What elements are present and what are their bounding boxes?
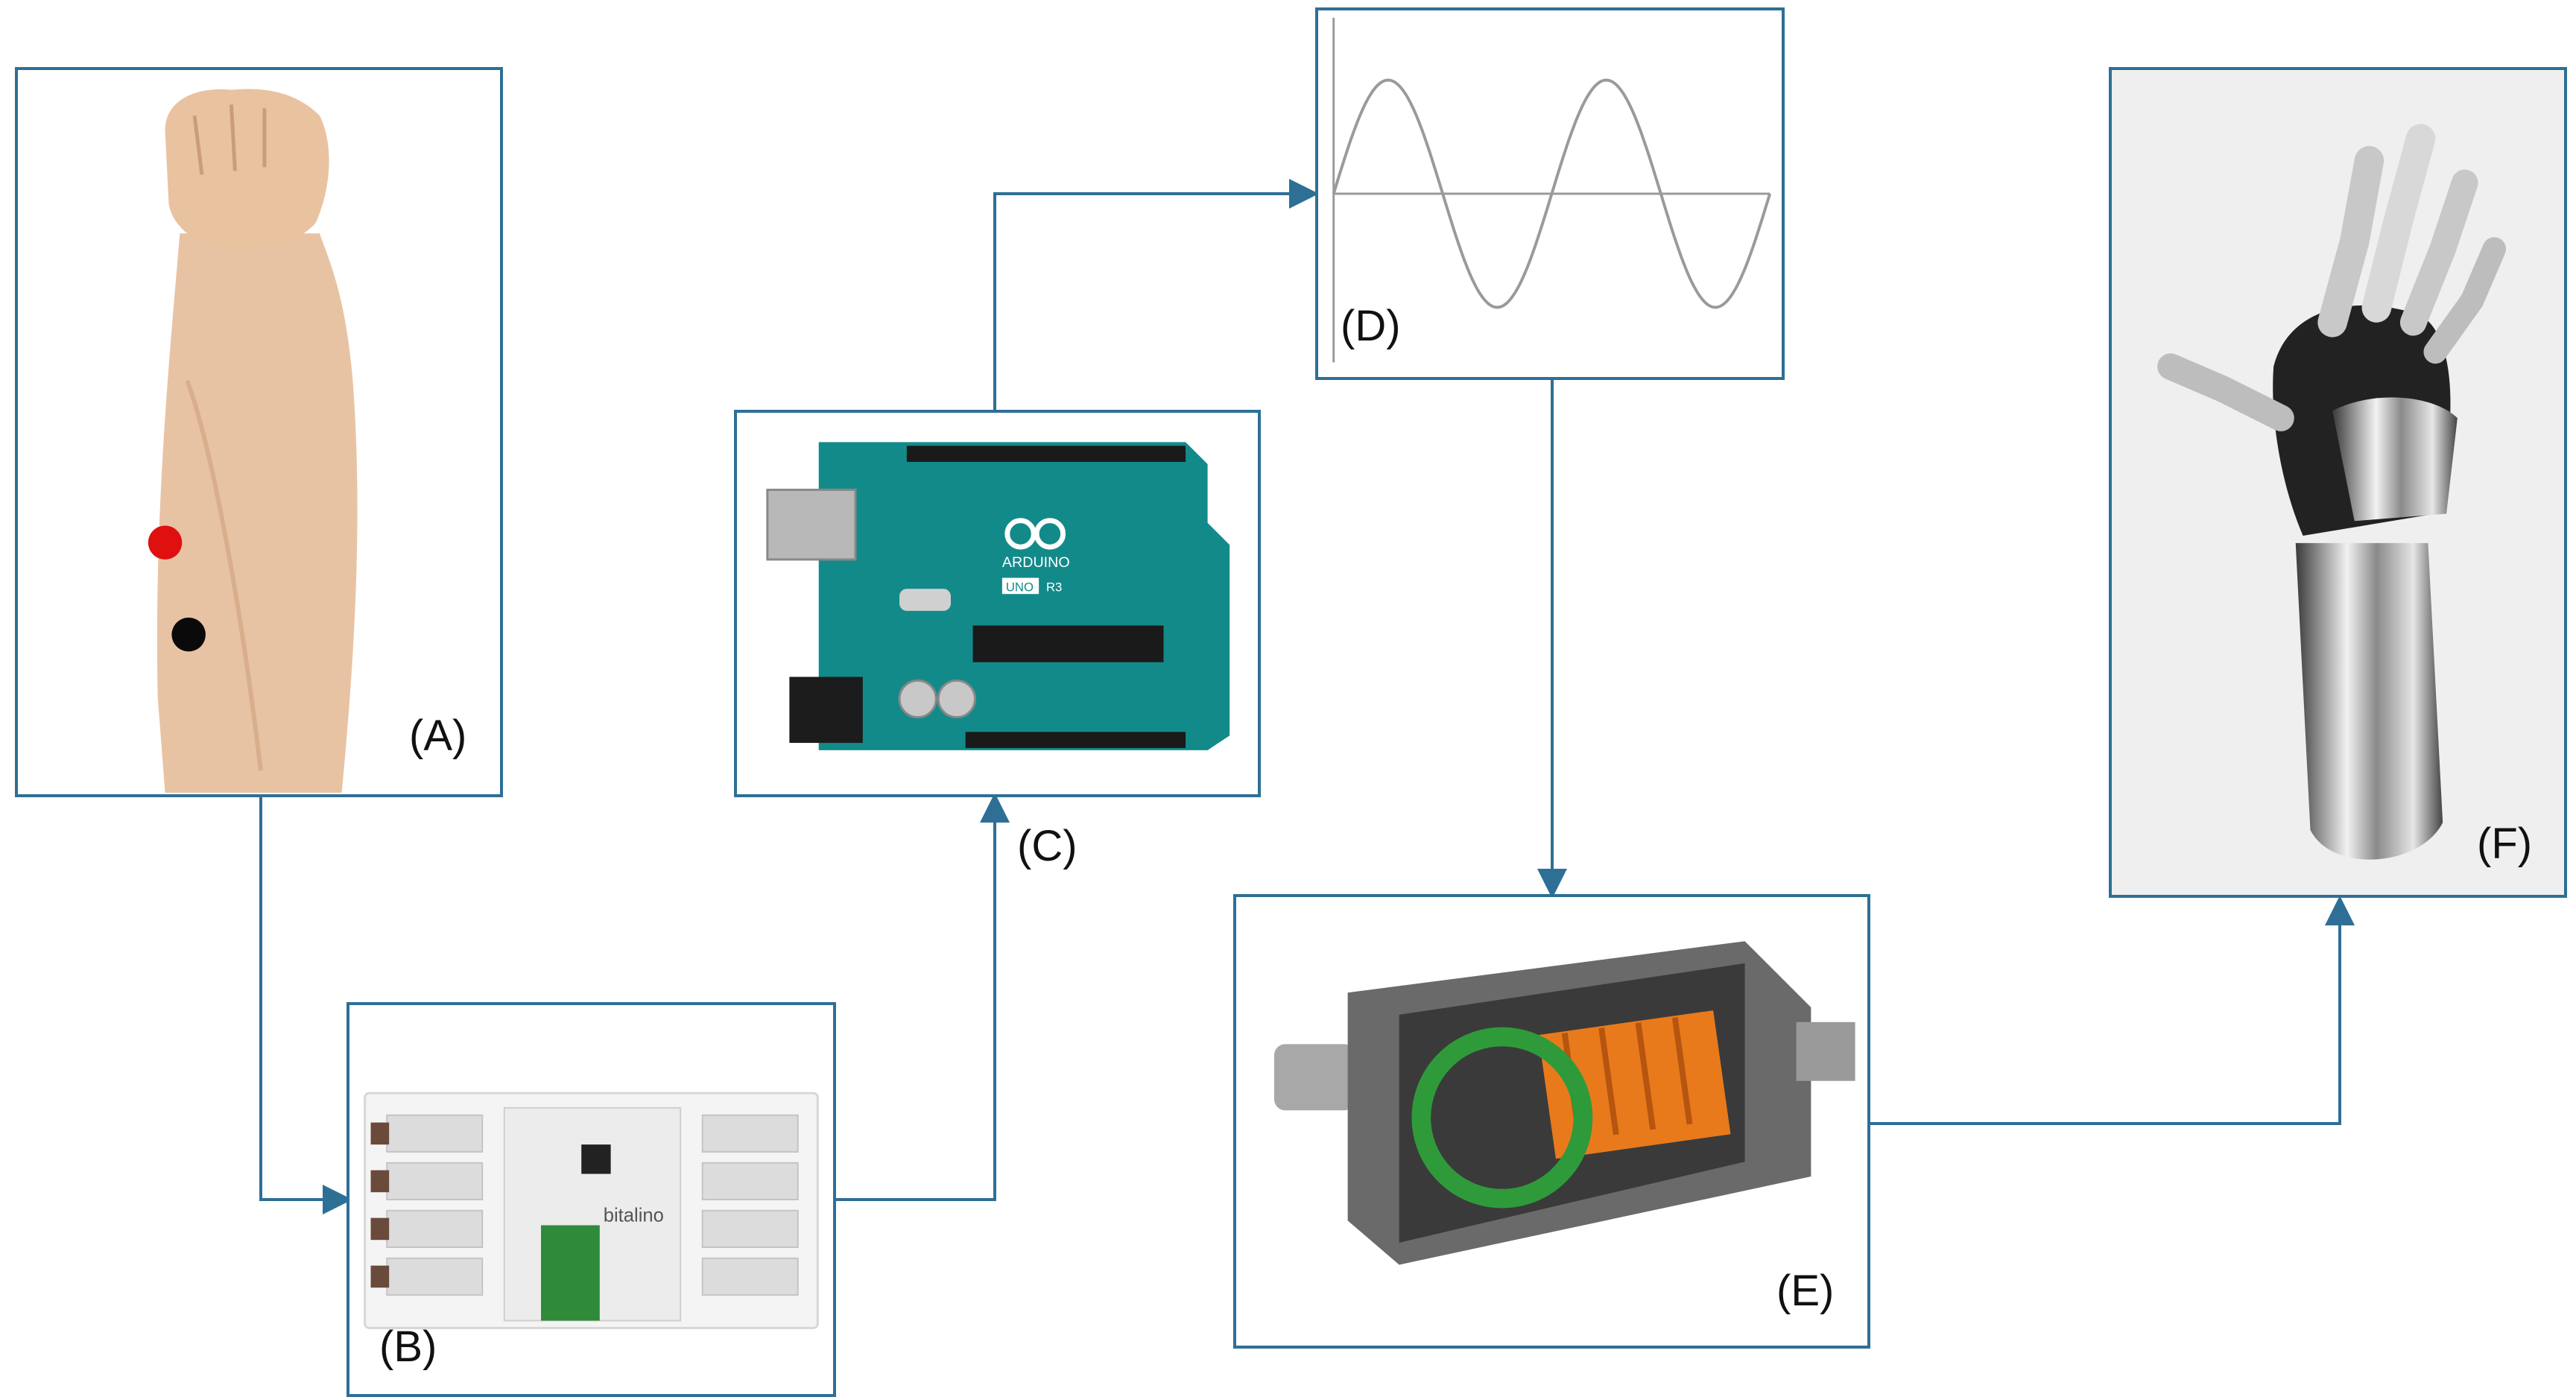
arrow-e-to-f	[1870, 896, 2355, 1125]
panel-d: (D)	[1315, 7, 1785, 380]
sine-wave-image	[1332, 17, 1772, 363]
panel-a: (A)	[15, 67, 503, 797]
robotic-hand-image	[2157, 124, 2507, 860]
panel-c: ARDUINO UNO R3	[734, 410, 1261, 797]
bitalino-logo-text: bitalino	[604, 1206, 664, 1226]
arrow-c-to-d	[993, 179, 1319, 410]
arduino-board-image: ARDUINO UNO R3	[766, 442, 1230, 750]
panel-b-label: (B)	[379, 1323, 437, 1371]
panel-d-label: (D)	[1341, 302, 1401, 350]
arduino-logo-text: ARDUINO	[1002, 554, 1070, 571]
electrode-red	[148, 525, 183, 560]
sine-wave-curve	[1332, 78, 1772, 309]
panel-e: (E)	[1233, 894, 1870, 1349]
arduino-r3-text: R3	[1046, 580, 1062, 594]
panel-f: (F)	[2109, 67, 2567, 898]
arrow-b-to-c	[836, 793, 1010, 1201]
panel-f-label: (F)	[2477, 820, 2533, 868]
bitalino-board-image: bitalino	[364, 1092, 819, 1329]
panel-a-label: (A)	[409, 712, 467, 760]
forearm-image	[148, 89, 358, 794]
arrow-a-to-b	[259, 797, 352, 1214]
motor-image	[1273, 941, 1855, 1265]
panel-e-label: (E)	[1776, 1267, 1835, 1315]
panel-c-label: (C)	[1017, 822, 1077, 870]
panel-b: bitalino (B)	[346, 1002, 836, 1397]
electrode-black	[171, 617, 206, 652]
arduino-uno-text: UNO	[1006, 580, 1034, 594]
